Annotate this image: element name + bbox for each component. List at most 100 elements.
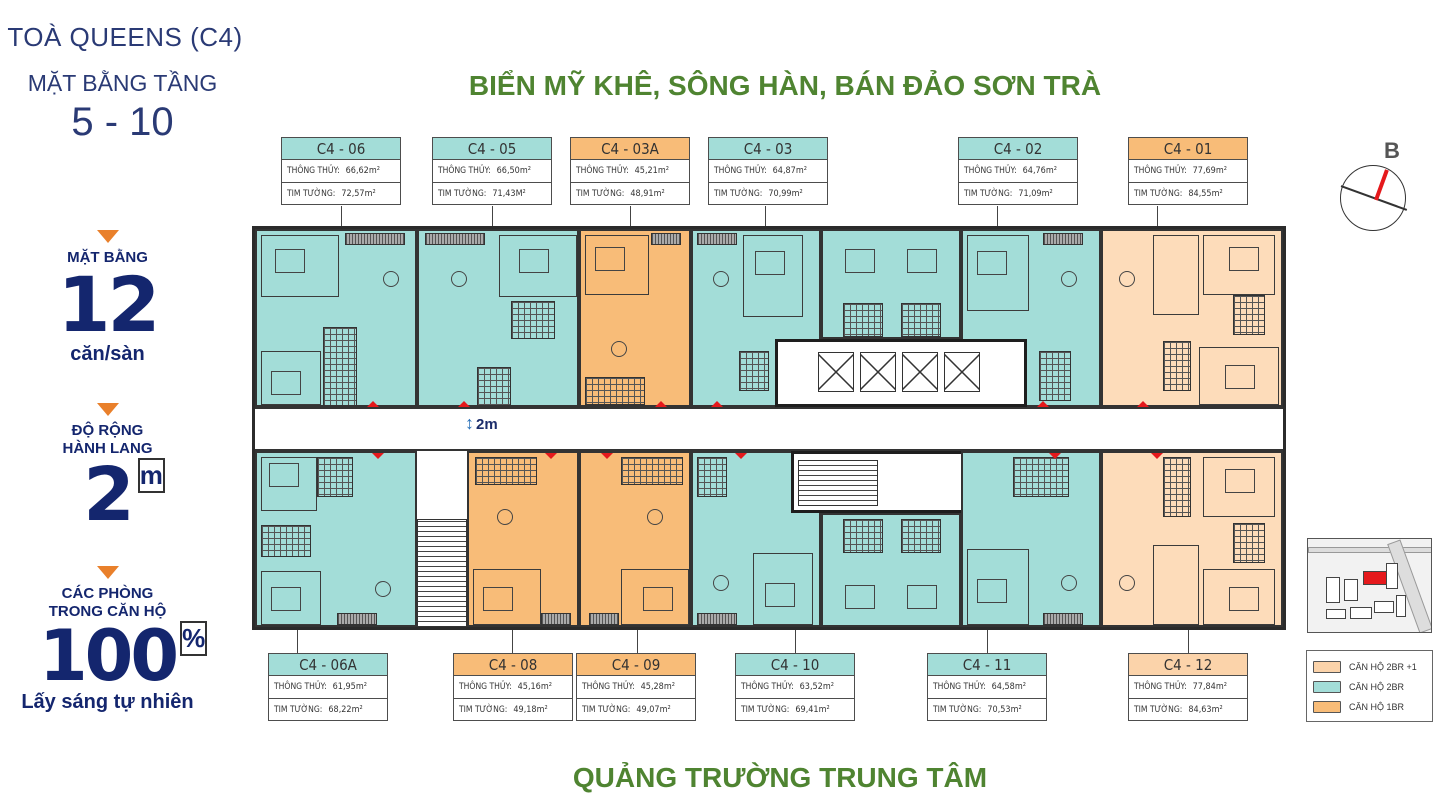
net-area-label: THÔNG THỦY: <box>933 682 986 692</box>
bedroom <box>743 235 803 317</box>
bathroom <box>585 377 645 405</box>
entry-door-marker-icon <box>1037 401 1049 407</box>
bed-icon <box>643 587 673 611</box>
net-area-value: 64,87m² <box>772 166 807 176</box>
bathroom <box>1233 295 1265 335</box>
plan-unit-c4-12[interactable] <box>1101 451 1283 627</box>
plan-unit-c4-01[interactable] <box>1101 229 1283 407</box>
corridor-dimension: ↕2m <box>465 413 498 434</box>
triangle-marker-icon <box>96 230 119 243</box>
floor-plan <box>252 226 1286 630</box>
unit-card-c4-10[interactable]: C4 - 10 THÔNG THỦY:63,52m² TIM TƯỜNG:69,… <box>735 653 855 721</box>
bedroom <box>261 457 317 511</box>
gross-area-value: 84,63m² <box>1188 705 1223 715</box>
leader-line <box>512 630 513 654</box>
legend-item-1br: CĂN HỘ 1BR <box>1313 697 1426 717</box>
plan-unit-c4-04[interactable] <box>821 229 961 339</box>
building-block <box>1350 607 1372 619</box>
net-area-value: 64,76m² <box>1022 166 1057 176</box>
unit-card-c4-05[interactable]: C4 - 05 THÔNG THỦY:66,50m² TIM TƯỜNG:71,… <box>432 137 552 205</box>
plan-unit-c4-11[interactable] <box>961 451 1101 627</box>
plan-unit-c4-06[interactable] <box>255 229 417 407</box>
unit-card-c4-06[interactable]: C4 - 06 THÔNG THỦY:66,62m² TIM TƯỜNG:72,… <box>281 137 401 205</box>
stat-caption-line2: HÀNH LANG <box>62 440 153 457</box>
bedroom <box>1203 235 1275 295</box>
table-icon <box>375 581 391 597</box>
net-area-value: 61,95m² <box>332 682 367 692</box>
legend: CĂN HỘ 2BR +1 CĂN HỘ 2BR CĂN HỘ 1BR <box>1306 650 1433 722</box>
compass-direction-label: B <box>1384 138 1400 163</box>
unit-card-c4-06a[interactable]: C4 - 06A THÔNG THỦY:61,95m² TIM TƯỜNG:68… <box>268 653 388 721</box>
gross-area-label: TIM TƯỜNG: <box>459 705 508 715</box>
gross-area-value: 49,07m² <box>636 705 671 715</box>
net-area-label: THÔNG THỦY: <box>582 682 635 692</box>
net-area-label: THÔNG THỦY: <box>274 682 327 692</box>
gross-area-label: TIM TƯỜNG: <box>438 189 487 199</box>
entry-door-marker-icon <box>372 453 384 459</box>
stat-value: 12 <box>57 260 161 349</box>
table-icon <box>611 341 627 357</box>
gross-area-value: 70,53m² <box>987 705 1022 715</box>
net-area-value: 77,69m² <box>1192 166 1227 176</box>
bed-icon <box>271 371 301 395</box>
entry-door-marker-icon <box>458 401 470 407</box>
unit-card-c4-11[interactable]: C4 - 11 THÔNG THỦY:64,58m² TIM TƯỜNG:70,… <box>927 653 1047 721</box>
bedroom <box>1203 569 1275 625</box>
unit-card-c4-09[interactable]: C4 - 09 THÔNG THỦY:45,28m² TIM TƯỜNG:49,… <box>576 653 696 721</box>
gross-area-value: 68,22m² <box>328 705 363 715</box>
legend-swatch <box>1313 681 1341 693</box>
unit-card-c4-03[interactable]: C4 - 03 THÔNG THỦY:64,87m² TIM TƯỜNG:70,… <box>708 137 828 205</box>
plan-unit-c4-06a[interactable] <box>255 451 417 627</box>
balcony <box>697 233 737 245</box>
plan-unit-c4-05[interactable] <box>417 229 579 407</box>
bathroom <box>1039 351 1071 401</box>
table-icon <box>383 271 399 287</box>
unit-code: C4 - 03 <box>709 138 827 160</box>
stat-caption-line2: TRONG CĂN HỘ <box>48 603 167 620</box>
plan-unit-c4-03a[interactable] <box>579 229 691 407</box>
bed-icon <box>1229 247 1259 271</box>
stat-caption-line1: CÁC PHÒNG <box>61 585 154 602</box>
table-icon <box>647 509 663 525</box>
leader-line <box>1157 206 1158 228</box>
highlighted-building-c4 <box>1363 571 1387 585</box>
plan-unit-c4-09[interactable] <box>579 451 691 627</box>
table-icon <box>451 271 467 287</box>
bedroom <box>967 549 1029 625</box>
elevator-icon <box>944 352 980 392</box>
unit-code: C4 - 01 <box>1129 138 1247 160</box>
gross-area-label: TIM TƯỜNG: <box>714 189 763 199</box>
unit-card-c4-12[interactable]: C4 - 12 THÔNG THỦY:77,84m² TIM TƯỜNG:84,… <box>1128 653 1248 721</box>
legend-label: CĂN HỘ 1BR <box>1349 702 1405 712</box>
bathroom <box>323 327 357 405</box>
plan-unit-c4-08[interactable] <box>467 451 579 627</box>
legend-item-2br-plus1: CĂN HỘ 2BR +1 <box>1313 657 1426 677</box>
unit-code: C4 - 03A <box>571 138 689 160</box>
legend-item-2br: CĂN HỘ 2BR <box>1313 677 1426 697</box>
net-area-label: THÔNG THỦY: <box>438 166 491 176</box>
gross-area-value: 70,99m² <box>768 189 803 199</box>
elevator-core <box>775 339 1027 407</box>
elevator-icon <box>902 352 938 392</box>
table-icon <box>1061 271 1077 287</box>
unit-card-c4-01[interactable]: C4 - 01 THÔNG THỦY:77,69m² TIM TƯỜNG:84,… <box>1128 137 1248 205</box>
gross-area-label: TIM TƯỜNG: <box>741 705 790 715</box>
balcony <box>1043 233 1083 245</box>
stat-sub: Lấy sáng tự nhiên <box>21 691 194 713</box>
unit-card-c4-02[interactable]: C4 - 02 THÔNG THỦY:64,76m² TIM TƯỜNG:71,… <box>958 137 1078 205</box>
net-area-label: THÔNG THỦY: <box>459 682 512 692</box>
bed-icon <box>977 579 1007 603</box>
table-icon <box>1119 575 1135 591</box>
gross-area-label: TIM TƯỜNG: <box>1134 705 1183 715</box>
unit-card-c4-08[interactable]: C4 - 08 THÔNG THỦY:45,16m² TIM TƯỜNG:49,… <box>453 653 573 721</box>
bed-icon <box>907 249 937 273</box>
net-area-value: 63,52m² <box>799 682 834 692</box>
gross-area-label: TIM TƯỜNG: <box>576 189 625 199</box>
unit-code: C4 - 05 <box>433 138 551 160</box>
stat-sub: căn/sàn <box>70 343 145 365</box>
plan-unit-c4-10b[interactable] <box>821 513 961 627</box>
leader-line <box>1188 630 1189 654</box>
entry-door-marker-icon <box>711 401 723 407</box>
stat-value: 100 <box>38 615 179 697</box>
unit-card-c4-03a[interactable]: C4 - 03A THÔNG THỦY:45,21m² TIM TƯỜNG:48… <box>570 137 690 205</box>
